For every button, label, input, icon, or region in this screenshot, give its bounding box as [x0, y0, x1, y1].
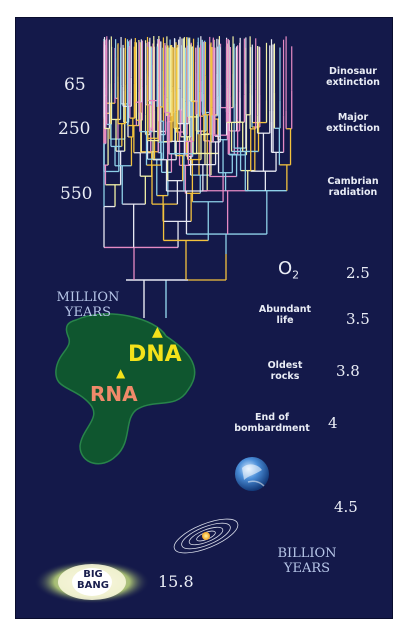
big-bang-burst: [34, 560, 150, 604]
rna-label: RNA: [90, 382, 138, 406]
value-3-5: 3.5: [346, 310, 370, 328]
million-years-label: MILLION YEARS: [56, 290, 120, 320]
tick-65: 65: [64, 75, 86, 95]
evolution-tree: [103, 36, 293, 318]
primordial-blob: [55, 313, 196, 465]
rna-arrow-icon: ▲: [116, 366, 126, 380]
o2-label: O2: [278, 258, 300, 282]
value-4-5: 4.5: [334, 498, 358, 516]
value-3-8: 3.8: [336, 362, 360, 380]
solar-system-icon: [173, 518, 239, 554]
dna-label: DNA: [128, 342, 182, 367]
big-bang-label: BIG BANG: [77, 569, 109, 591]
value-4: 4: [328, 414, 338, 432]
dna-arrow-icon: ▲: [152, 324, 163, 340]
tick-250: 250: [58, 119, 91, 139]
timeline-illustration: [34, 36, 293, 604]
value-15-8: 15.8: [158, 572, 194, 591]
earth-icon: [235, 457, 269, 491]
value-2-5: 2.5: [346, 264, 370, 282]
tick-550: 550: [60, 184, 93, 204]
billion-years-label: BILLION YEARS: [277, 546, 337, 576]
